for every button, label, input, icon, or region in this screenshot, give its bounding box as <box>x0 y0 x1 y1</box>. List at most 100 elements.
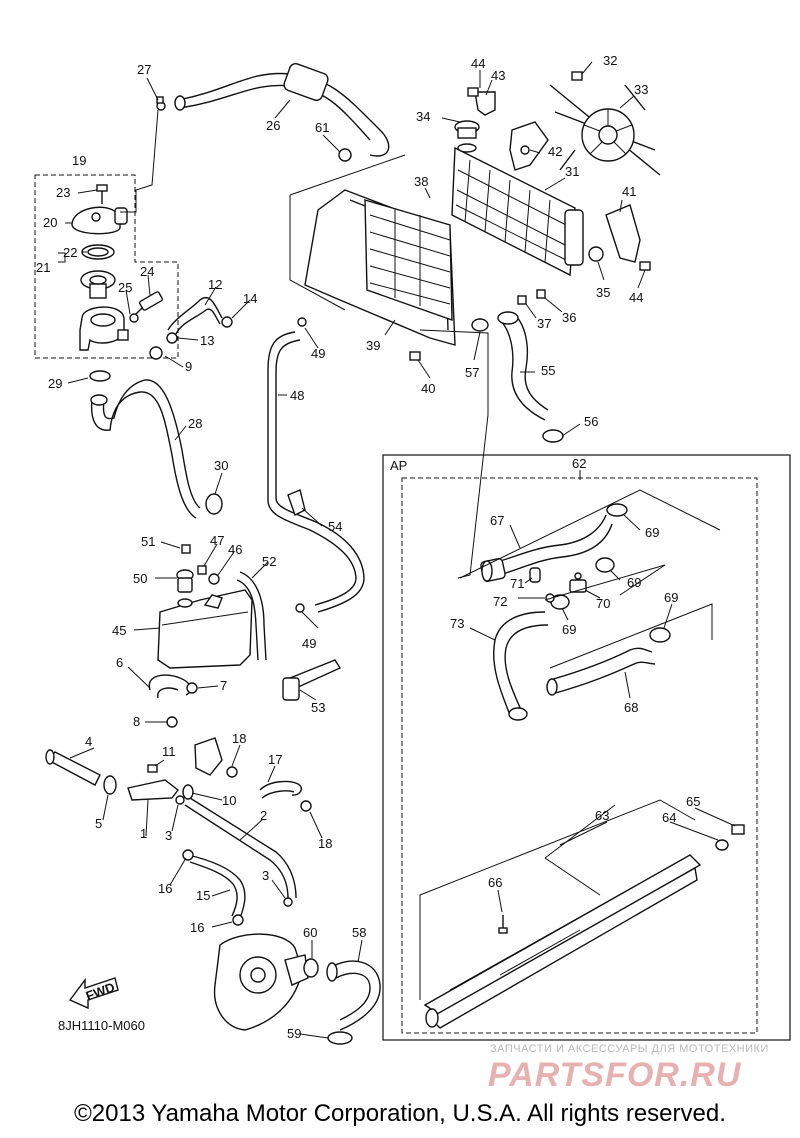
label-25: 25 <box>118 280 132 295</box>
tank-cap-50 <box>176 569 194 608</box>
oring-25 <box>129 313 139 323</box>
copyright-notice: ©2013 Yamaha Motor Corporation, U.S.A. A… <box>74 1100 726 1127</box>
bolt-51 <box>181 544 191 554</box>
label-13: 13 <box>200 333 214 348</box>
water-pump <box>213 933 309 1031</box>
label-14: 14 <box>243 291 257 306</box>
bolt-44-right <box>639 261 651 271</box>
radiator-cap-34 <box>454 120 480 153</box>
oil-cooler-guide <box>544 804 616 896</box>
clamp-69-d <box>649 627 671 643</box>
hose-28 <box>90 379 201 519</box>
clamp-7 <box>186 682 198 694</box>
bolt-23 <box>96 184 108 204</box>
clamp-72 <box>545 593 555 603</box>
label-12: 12 <box>208 277 222 292</box>
label-22: 22 <box>63 245 77 260</box>
label-38: 38 <box>414 174 428 189</box>
clamp-69-a <box>606 503 628 517</box>
label-18-bottom: 18 <box>318 836 332 851</box>
label-47: 47 <box>210 533 224 548</box>
label-46: 46 <box>228 542 242 557</box>
ap-label: AP <box>390 458 407 473</box>
label-43: 43 <box>491 68 505 83</box>
callout-leaders <box>65 61 736 1039</box>
label-33: 33 <box>634 82 648 97</box>
label-64: 64 <box>662 810 676 825</box>
clamp-13 <box>166 332 178 344</box>
clamp-49-bottom <box>295 603 305 613</box>
radiator-grill-38 <box>364 199 453 321</box>
label-49-top: 49 <box>311 346 325 361</box>
clamp-29 <box>89 370 111 382</box>
label-70: 70 <box>596 596 610 611</box>
label-7: 7 <box>220 678 227 693</box>
label-61: 61 <box>315 120 329 135</box>
washer-64 <box>715 839 729 851</box>
label-67: 67 <box>490 513 504 528</box>
label-56: 56 <box>584 414 598 429</box>
label-62: 62 <box>572 456 586 471</box>
drawing-code: 8JH1110-M060 <box>58 1018 145 1033</box>
watermark-caption: ЗАПЧАСТИ И АКСЕССУАРЫ ДЛЯ МОТОТЕХНИКИ <box>490 1043 769 1055</box>
parts-diagram: 27 26 61 19 23 20 22 21 21 24 25 12 14 1… <box>34 53 791 1045</box>
label-68: 68 <box>624 700 638 715</box>
clamp-5 <box>103 775 117 795</box>
label-1: 1 <box>140 826 147 841</box>
callout-labels: 27 26 61 19 23 20 22 21 21 24 25 12 14 1… <box>36 53 700 1041</box>
label-71: 71 <box>510 576 524 591</box>
label-20: 20 <box>43 215 57 230</box>
hose-4 <box>45 749 101 786</box>
label-59: 59 <box>287 1026 301 1041</box>
label-26: 26 <box>266 118 280 133</box>
label-29: 29 <box>48 376 62 391</box>
label-3-b: 3 <box>262 868 269 883</box>
clamp-60 <box>303 958 319 978</box>
label-27: 27 <box>137 62 151 77</box>
label-17: 17 <box>268 752 282 767</box>
label-11: 11 <box>162 744 176 759</box>
radiator-core-31 <box>451 146 584 277</box>
label-60: 60 <box>303 925 317 940</box>
label-24: 24 <box>140 264 154 279</box>
clamp-61 <box>338 148 352 162</box>
grommet-35 <box>588 246 604 262</box>
clamp-14 <box>221 316 233 328</box>
label-37: 37 <box>537 316 551 331</box>
label-18-top: 18 <box>232 731 246 746</box>
clamp-59 <box>327 1031 353 1045</box>
hose-73 <box>493 611 549 721</box>
clamp-8 <box>166 716 178 728</box>
label-35: 35 <box>596 285 610 300</box>
label-69-c: 69 <box>562 622 576 637</box>
label-40: 40 <box>421 381 435 396</box>
bracket-41 <box>605 204 641 263</box>
thermostat-cover-20 <box>71 206 128 235</box>
label-16-top: 16 <box>158 881 172 896</box>
label-57: 57 <box>465 365 479 380</box>
label-23: 23 <box>56 185 70 200</box>
plug-71 <box>529 567 541 583</box>
ap-dashed-guides <box>419 489 721 1000</box>
reservoir-tank-45 <box>157 589 253 669</box>
oring-10 <box>182 784 194 800</box>
label-50: 50 <box>133 571 147 586</box>
hose-52 <box>236 571 267 661</box>
clamp-9 <box>149 346 163 360</box>
label-52: 52 <box>262 554 276 569</box>
pipe-2 <box>184 797 297 899</box>
label-3-a: 3 <box>165 828 172 843</box>
assembly-21-bracket <box>58 252 66 263</box>
hose-12 <box>167 296 223 335</box>
label-2: 2 <box>260 808 267 823</box>
label-54: 54 <box>328 519 342 534</box>
watermark-logo: PARTSFOR.RU <box>488 1056 742 1094</box>
label-72: 72 <box>493 594 507 609</box>
bolt-47 <box>197 565 207 575</box>
oring-3-a <box>175 795 185 805</box>
label-45: 45 <box>112 623 126 638</box>
temp-sensor-24 <box>134 291 163 316</box>
label-36: 36 <box>562 310 576 325</box>
label-69-b: 69 <box>627 575 641 590</box>
label-28: 28 <box>188 416 202 431</box>
